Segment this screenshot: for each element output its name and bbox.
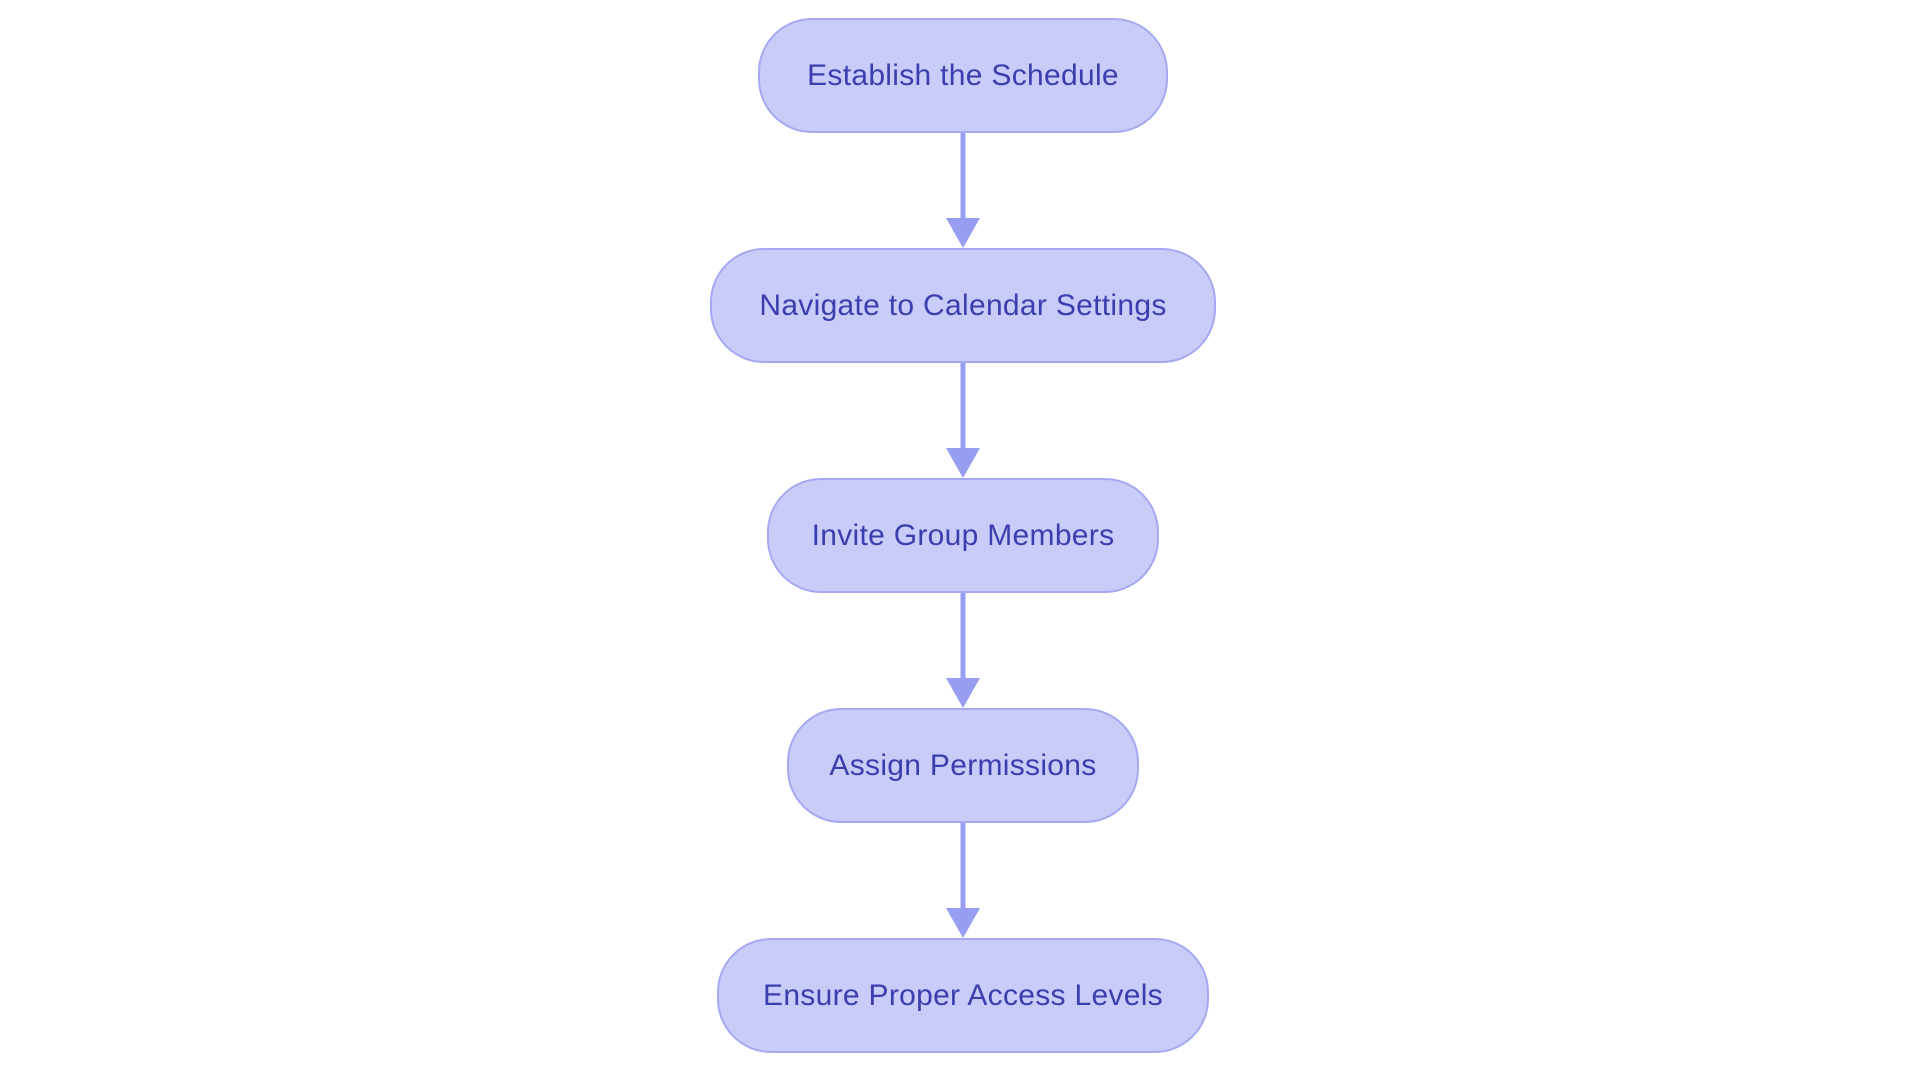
- arrow-line: [960, 363, 966, 449]
- arrow-line: [960, 133, 966, 219]
- arrow-down-icon: [946, 218, 980, 248]
- arrow-line: [960, 593, 966, 679]
- flow-node-label: Navigate to Calendar Settings: [759, 288, 1167, 322]
- flow-connector-2: [945, 363, 981, 478]
- flowchart: Establish the Schedule Navigate to Calen…: [710, 18, 1216, 1053]
- flow-connector-4: [945, 823, 981, 938]
- arrow-down-icon: [946, 678, 980, 708]
- flow-node-label: Assign Permissions: [829, 748, 1097, 782]
- flow-node-establish-schedule: Establish the Schedule: [758, 18, 1168, 133]
- flow-node-assign-permissions: Assign Permissions: [787, 708, 1139, 823]
- arrow-line: [960, 823, 966, 909]
- flow-node-label: Establish the Schedule: [807, 58, 1119, 92]
- flow-node-label: Invite Group Members: [811, 518, 1115, 552]
- arrow-down-icon: [946, 908, 980, 938]
- flow-node-calendar-settings: Navigate to Calendar Settings: [710, 248, 1216, 363]
- flow-connector-3: [945, 593, 981, 708]
- arrow-down-icon: [946, 448, 980, 478]
- flow-node-label: Ensure Proper Access Levels: [763, 978, 1163, 1012]
- flow-node-invite-members: Invite Group Members: [767, 478, 1159, 593]
- flow-node-access-levels: Ensure Proper Access Levels: [717, 938, 1209, 1053]
- flow-connector-1: [945, 133, 981, 248]
